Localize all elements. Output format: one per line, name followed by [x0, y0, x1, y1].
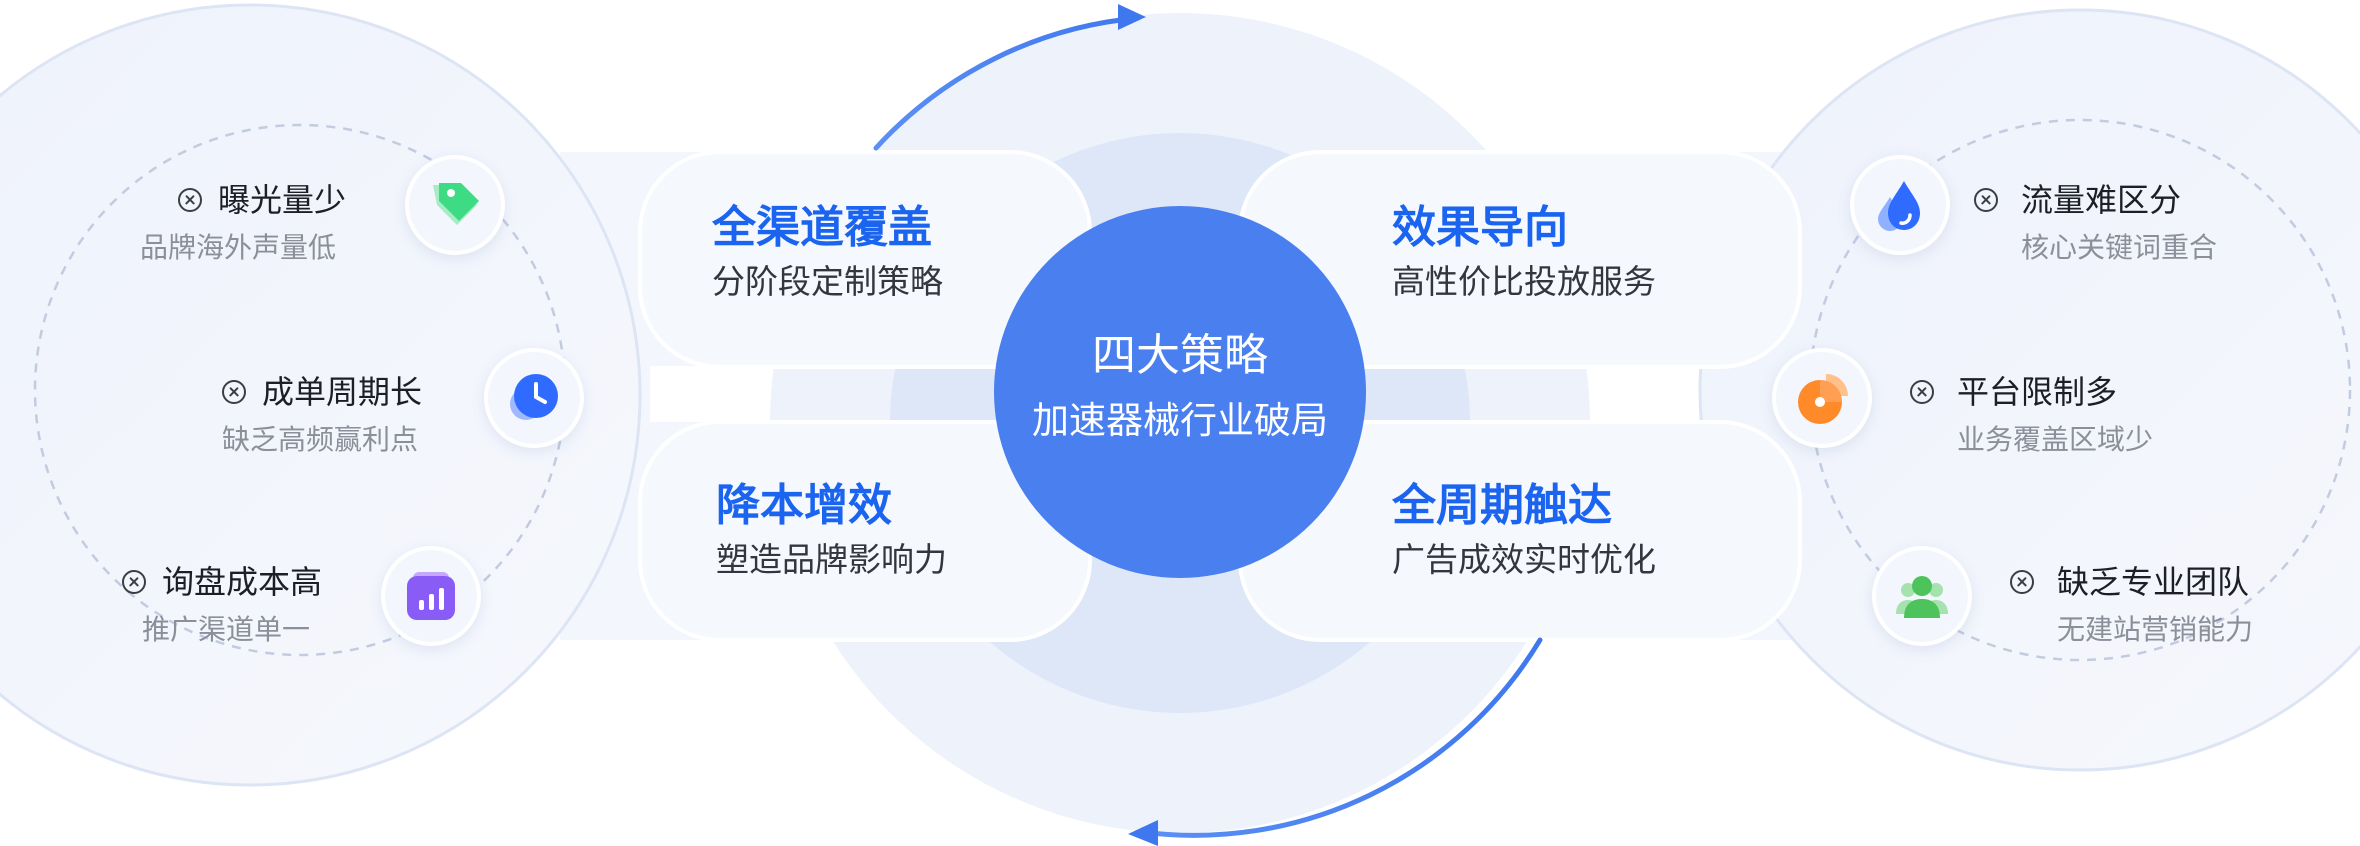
close-circle-icon [1910, 380, 1934, 404]
pain-subtitle-team: 无建站营销能力 [2057, 613, 2254, 646]
bottom-arc-arrowhead [1128, 820, 1158, 846]
strategy-subtitle-cost: 塑造品牌影响力 [716, 540, 947, 579]
right-dashed-orbit [1808, 118, 2352, 662]
pain-subtitle-exposure: 品牌海外声量低 [140, 231, 337, 264]
strategy-subtitle-omnichannel: 分阶段定制策略 [712, 262, 943, 301]
strategy-subtitle-lifecycle: 广告成效实时优化 [1392, 540, 1656, 579]
pain-subtitle-inquiry: 推广渠道单一 [142, 613, 311, 646]
tag-icon [433, 183, 479, 225]
center-title: 四大策略 [1092, 330, 1268, 381]
close-circle-icon [222, 380, 246, 404]
close-circle-icon [1974, 188, 1998, 212]
team-icon [1896, 576, 1948, 618]
pain-subtitle-platform: 业务覆盖区域少 [1957, 423, 2154, 456]
pain-title-team: 缺乏专业团队 [2057, 563, 2250, 601]
clock-icon [510, 374, 558, 420]
pain-title-traffic: 流量难区分 [2021, 181, 2182, 219]
close-circle-icon [122, 570, 146, 594]
pain-title-exposure: 曝光量少 [218, 181, 347, 219]
bar-chart-icon-badge [381, 546, 481, 646]
bottom-arc [1139, 637, 1543, 838]
strategy-title-cost: 降本增效 [716, 480, 892, 531]
team-icon-badge [1872, 546, 1972, 646]
center-subtitle: 加速器械行业破局 [1032, 399, 1328, 442]
pain-title-inquiry: 询盘成本高 [162, 563, 323, 601]
strategy-title-lifecycle: 全周期触达 [1392, 480, 1612, 531]
strategy-subtitle-results: 高性价比投放服务 [1392, 262, 1656, 301]
tag-icon-badge [405, 155, 505, 255]
center-circle [994, 206, 1366, 578]
clock-icon-badge [484, 348, 584, 448]
top-arc [873, 15, 1141, 151]
pain-subtitle-cycle: 缺乏高频赢利点 [222, 423, 419, 456]
water-drop-icon [1878, 181, 1920, 231]
top-arc-arrowhead [1118, 4, 1146, 30]
pie-chart-icon [1798, 374, 1848, 424]
strategy-title-results: 效果导向 [1392, 202, 1568, 253]
pain-title-cycle: 成单周期长 [262, 373, 423, 411]
bar-chart-icon [407, 572, 455, 620]
pain-title-platform: 平台限制多 [1957, 373, 2118, 411]
close-circle-icon [2010, 570, 2034, 594]
pain-subtitle-traffic: 核心关键词重合 [2021, 231, 2218, 264]
water-drop-icon-badge [1850, 155, 1950, 255]
strategy-title-omnichannel: 全渠道覆盖 [712, 202, 932, 253]
pie-chart-icon-badge [1772, 348, 1872, 448]
close-circle-icon [178, 188, 202, 212]
